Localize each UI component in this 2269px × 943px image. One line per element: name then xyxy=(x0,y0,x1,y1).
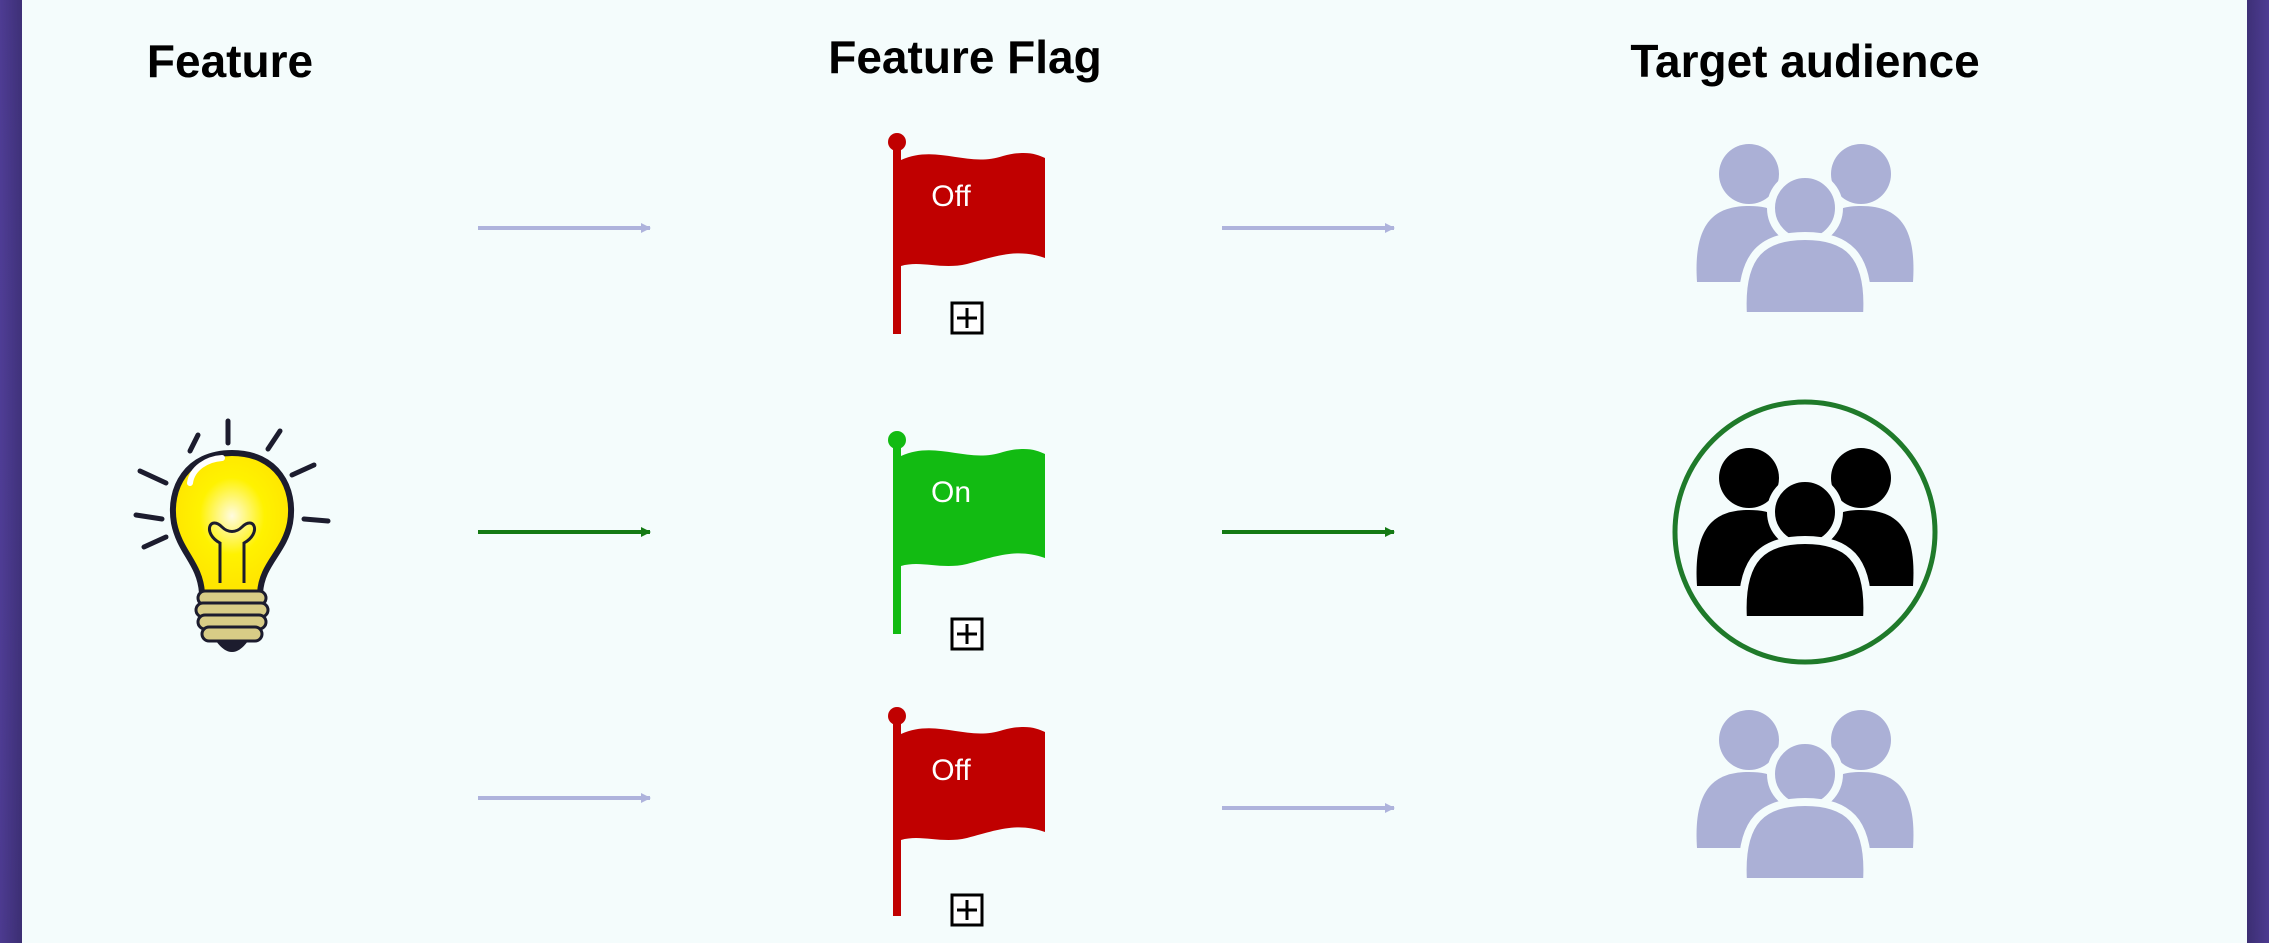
diagram-panel: Feature Feature Flag Target audience xyxy=(22,0,2247,943)
flag-icon xyxy=(893,440,901,634)
people-group-icon xyxy=(1696,144,1914,320)
flag-off-bottom[interactable]: Off xyxy=(888,707,1045,927)
heading-target-audience: Target audience xyxy=(1630,35,1979,87)
lightbulb-icon xyxy=(133,418,331,652)
flag-label: Off xyxy=(931,180,971,213)
target-audience-active xyxy=(1672,399,1938,665)
flag-label: On xyxy=(931,476,971,509)
expand-icon[interactable] xyxy=(950,301,984,335)
people-group-icon xyxy=(1696,448,1914,624)
flag-icon xyxy=(893,716,901,916)
flag-off-top[interactable]: Off xyxy=(888,133,1045,335)
flag-label: Off xyxy=(931,754,971,787)
feature-flag-diagram: Feature Feature Flag Target audience xyxy=(133,31,1980,927)
flag-icon xyxy=(893,142,901,334)
people-group-icon xyxy=(1696,710,1914,886)
flag-on-middle[interactable]: On xyxy=(888,431,1045,651)
heading-feature: Feature xyxy=(147,35,313,87)
heading-feature-flag: Feature Flag xyxy=(828,31,1102,83)
expand-icon[interactable] xyxy=(950,893,984,927)
expand-icon[interactable] xyxy=(950,617,984,651)
